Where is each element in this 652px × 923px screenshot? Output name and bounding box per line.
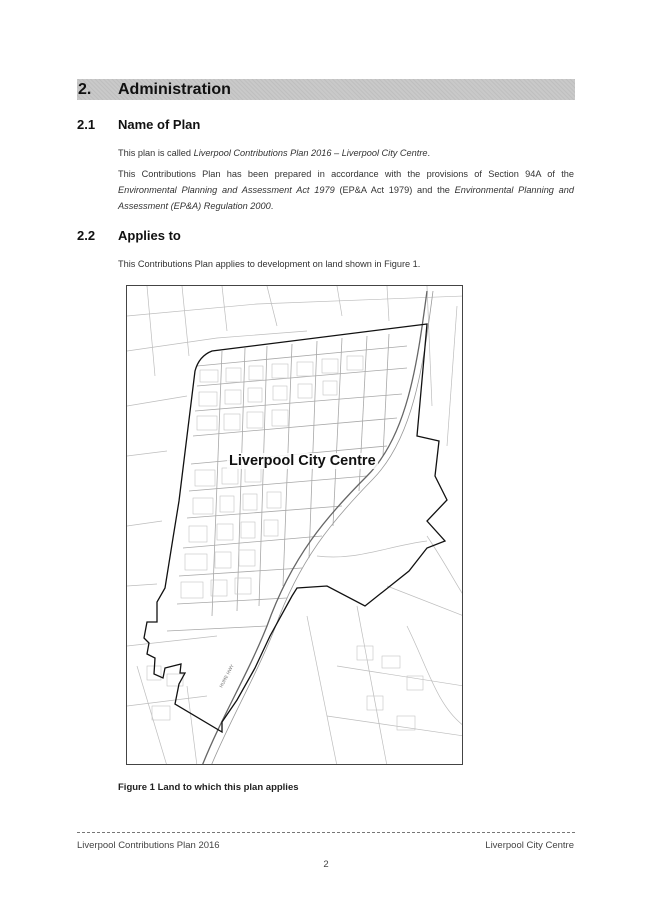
subsection-number-applies-to: 2.2 xyxy=(77,228,96,243)
footer-right-text: Liverpool City Centre xyxy=(485,840,574,851)
road-label: HUME HWY xyxy=(218,663,235,688)
page-number: 2 xyxy=(323,859,329,870)
map-label-liverpool-city-centre: Liverpool City Centre xyxy=(227,453,378,469)
footer-divider xyxy=(77,832,575,833)
subsection-title-applies-to: Applies to xyxy=(118,228,181,243)
subsection-number-name-of-plan: 2.1 xyxy=(77,117,96,132)
plan-name-paragraph: This plan is called Liverpool Contributi… xyxy=(118,148,431,158)
subsection-title-name-of-plan: Name of Plan xyxy=(118,117,201,132)
section-number: 2. xyxy=(78,81,92,98)
figure-caption: Figure 1 Land to which this plan applies xyxy=(118,782,299,793)
footer-left-text: Liverpool Contributions Plan 2016 xyxy=(77,840,220,851)
section-title: Administration xyxy=(118,81,231,98)
section-heading-bar xyxy=(77,79,575,100)
plan-boundary xyxy=(143,323,448,734)
street-map-graphic: HUME HWY xyxy=(127,286,462,764)
applies-to-paragraph: This Contributions Plan applies to devel… xyxy=(118,259,421,269)
plan-preparation-paragraph: This Contributions Plan has been prepare… xyxy=(118,169,575,211)
figure-1-map: HUME HWY Liverpool City Centre xyxy=(126,285,463,765)
